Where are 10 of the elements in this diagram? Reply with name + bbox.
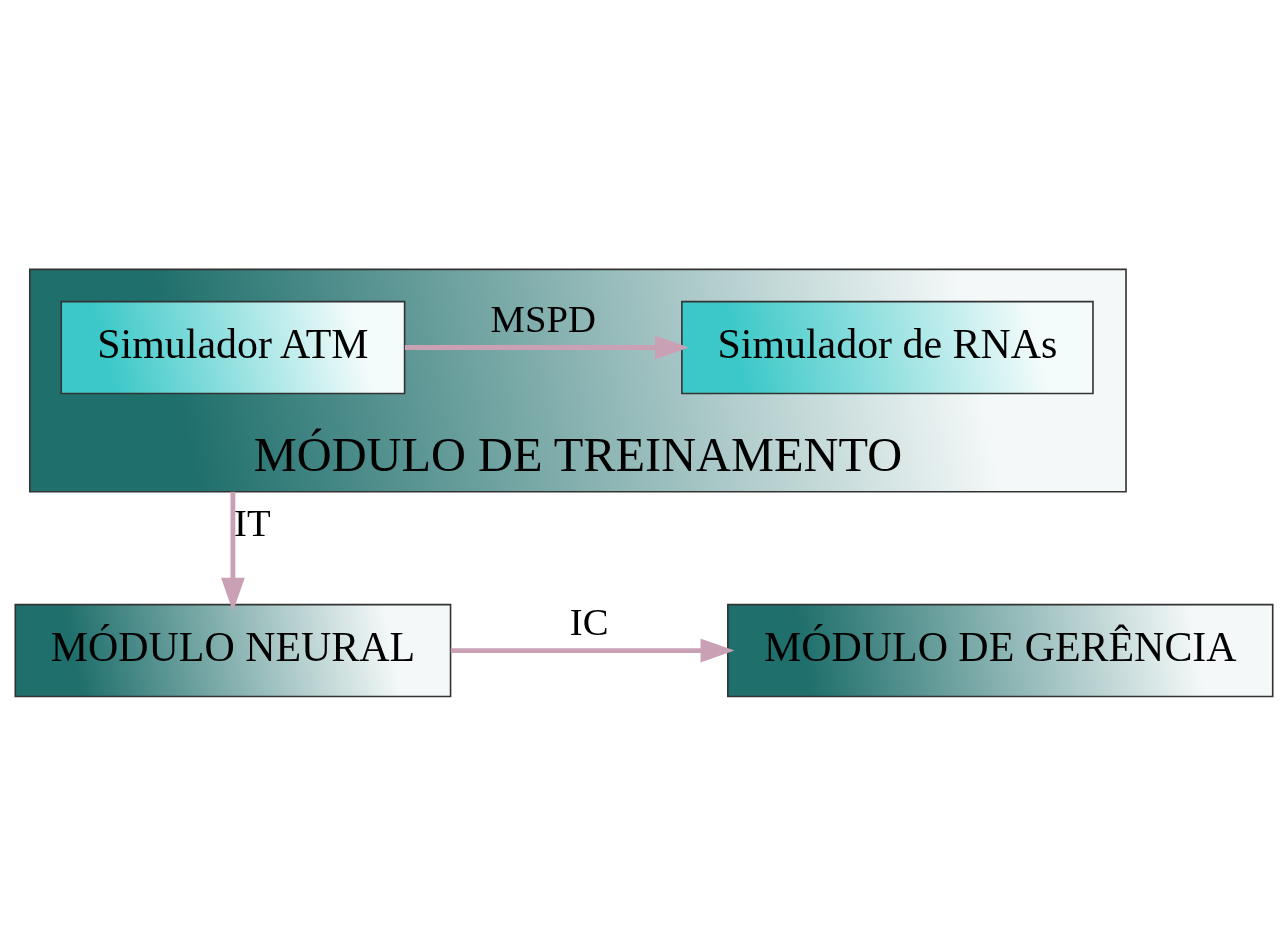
arrow [404,335,689,359]
edge-label: IC [569,600,609,643]
node-box: Simulador ATM [60,300,406,394]
arrow [221,491,245,612]
edge-label: MSPD [490,297,596,340]
arrow [450,638,735,662]
edge-label: IT [234,501,271,544]
node-box: Simulador de RNAs [681,300,1094,394]
node-box: MÓDULO DE GERÊNCIA [727,603,1274,697]
node-box: MÓDULO NEURAL [14,603,452,697]
